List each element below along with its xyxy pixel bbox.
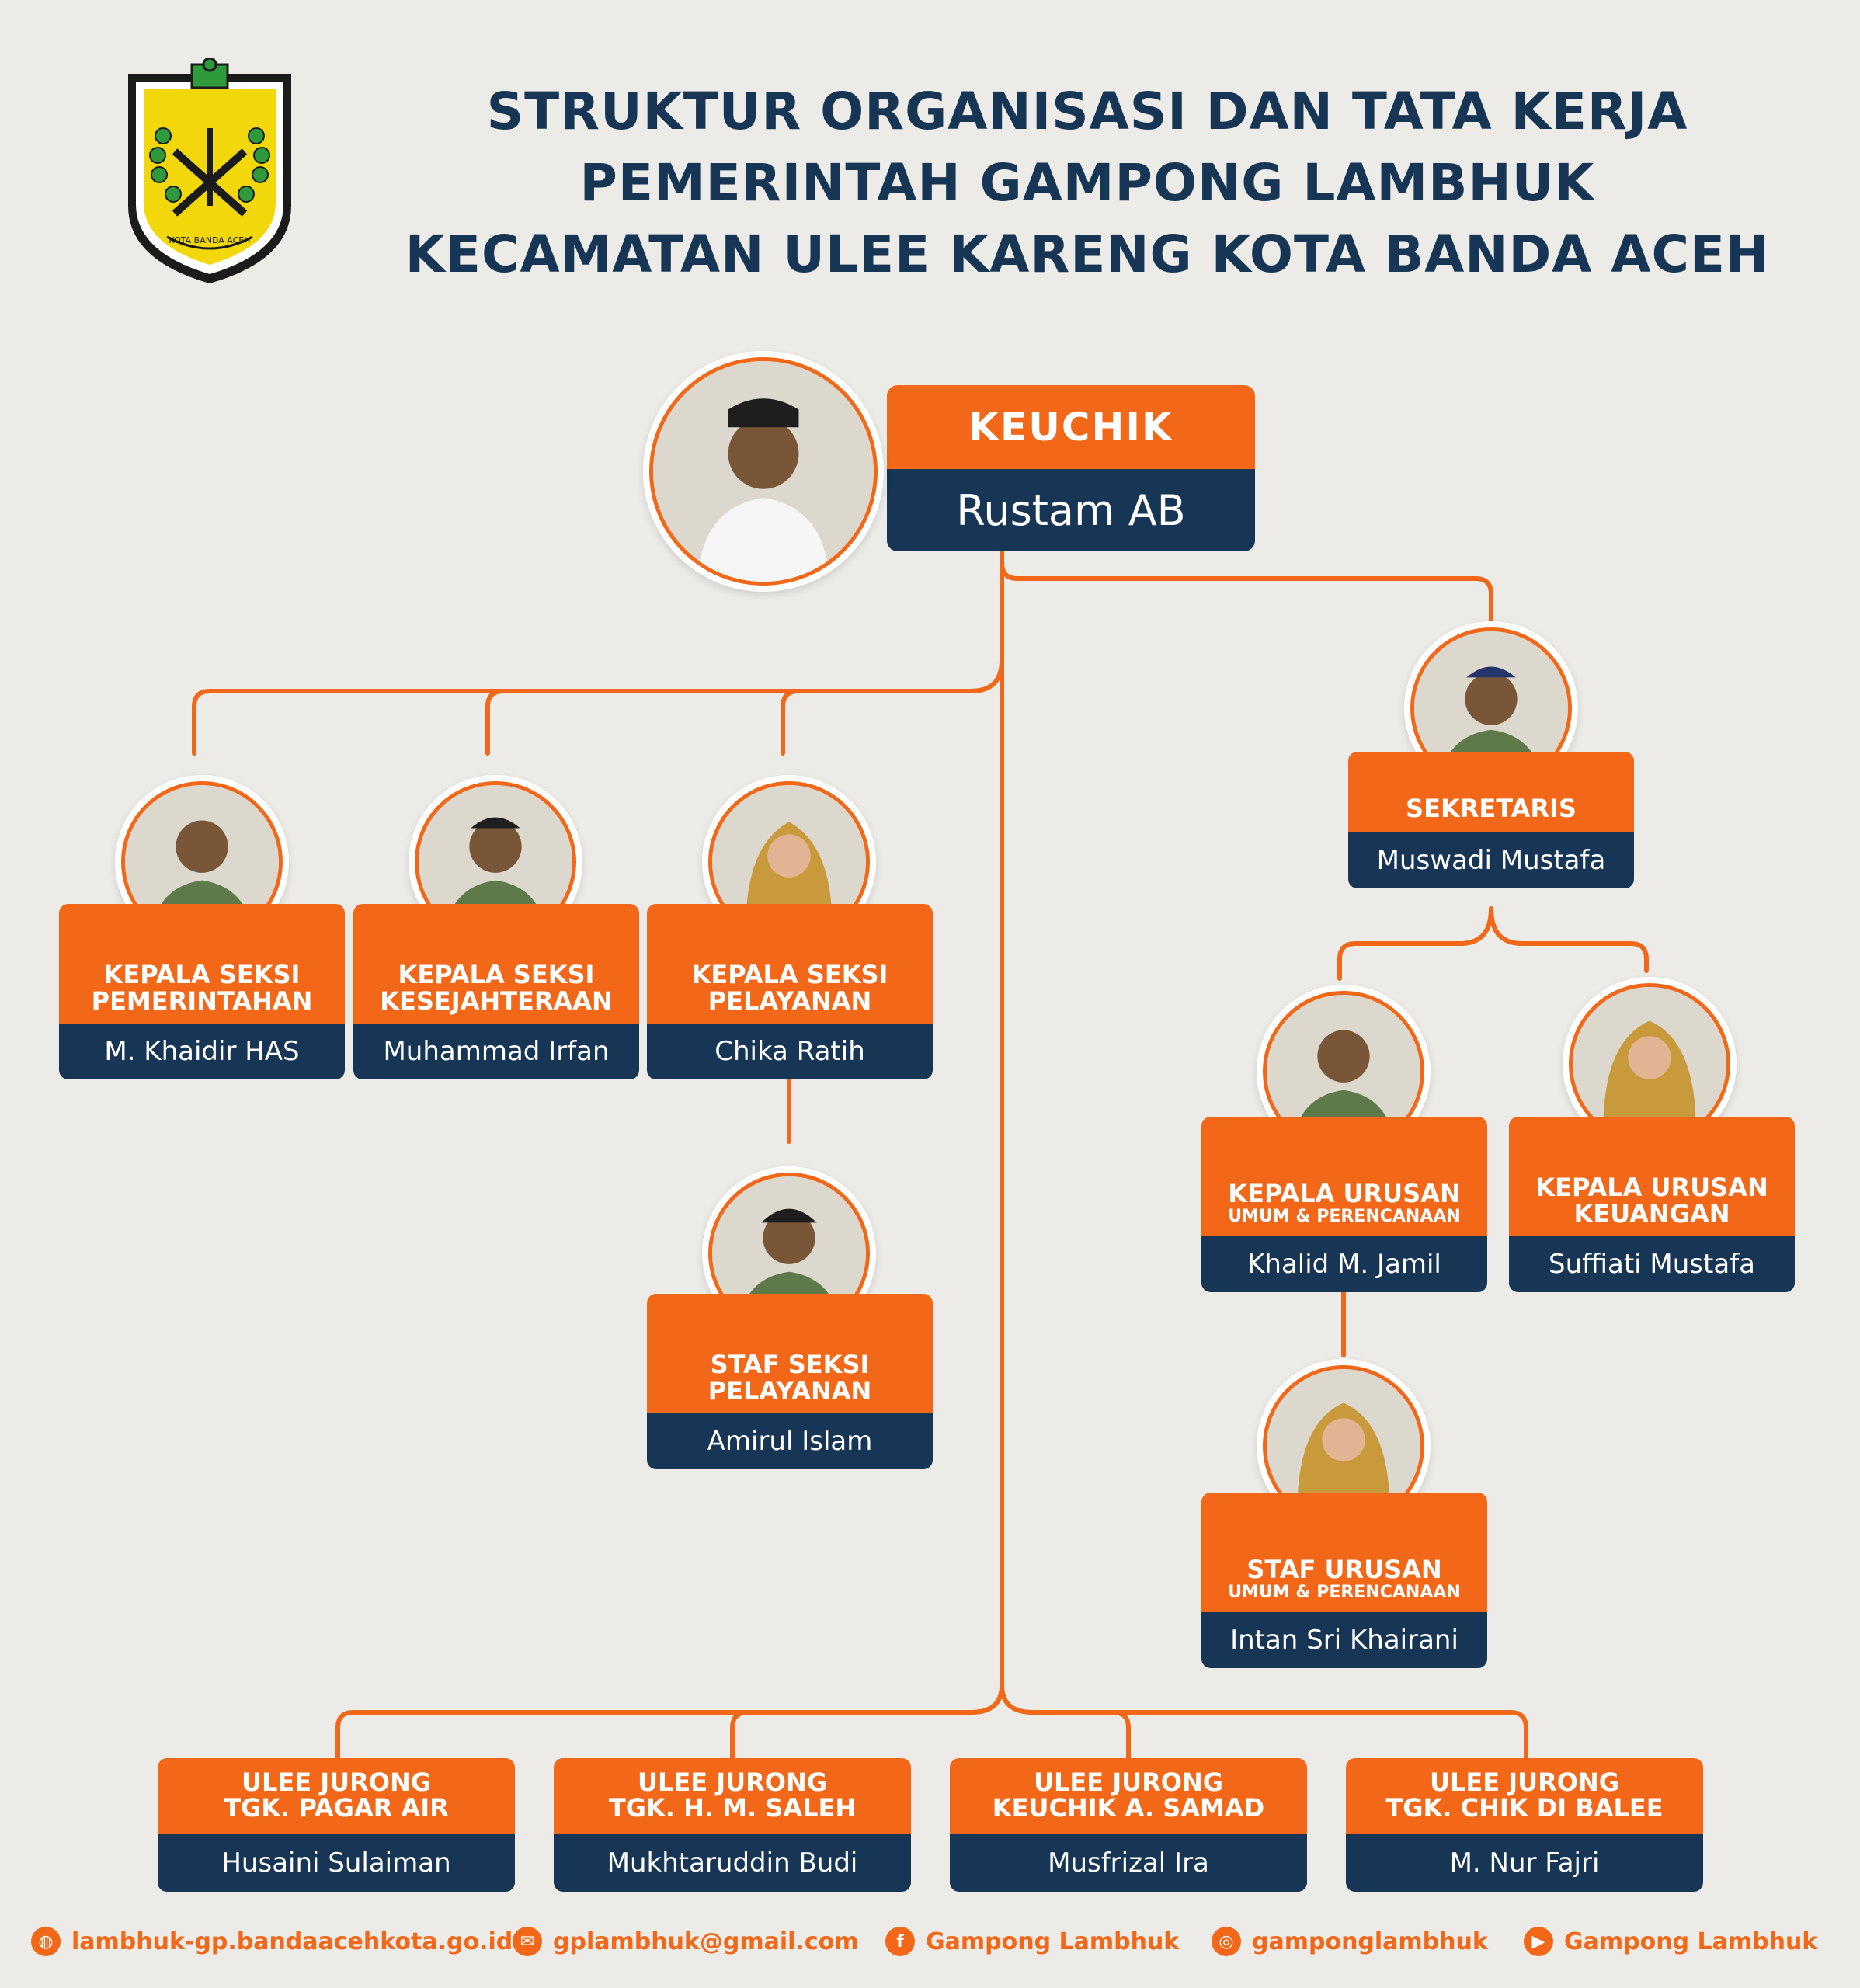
seksi-kesejahteraan-name: Muhammad Irfan	[353, 1024, 639, 1079]
email-icon: ✉	[513, 1927, 542, 1956]
urusan-keuangan-name: Suffiati Mustafa	[1509, 1236, 1795, 1292]
instagram-icon: ◎	[1212, 1927, 1241, 1956]
staf-seksi-name: Amirul Islam	[647, 1413, 933, 1469]
keuchik-name: Rustam AB	[887, 469, 1255, 551]
jurong-name-4: M. Nur Fajri	[1346, 1834, 1703, 1892]
svg-text:KOTA BANDA ACEH: KOTA BANDA ACEH	[169, 235, 251, 245]
jurong-name-2: Mukhtaruddin Budi	[554, 1834, 911, 1892]
title-line-2: PEMERINTAH GAMPONG LAMBHUK	[579, 153, 1595, 213]
footer-contacts: ◍ lambhuk-gp.bandaacehkota.go.id ✉ gplam…	[0, 1922, 1860, 1961]
sekretaris-name: Muswadi Mustafa	[1348, 832, 1634, 888]
youtube-icon: ▶	[1524, 1927, 1553, 1956]
sekretaris-role: SEKRETARIS	[1348, 752, 1634, 832]
facebook-icon: f	[885, 1927, 915, 1956]
jurong-name-3: Musfrizal Ira	[950, 1834, 1307, 1892]
footer-youtube[interactable]: ▶ Gampong Lambhuk	[1524, 1922, 1817, 1961]
globe-icon: ◍	[31, 1927, 61, 1956]
sekretaris-card: SEKRETARIS Muswadi Mustafa	[1348, 752, 1634, 888]
urusan-umum-name: Khalid M. Jamil	[1201, 1236, 1487, 1292]
seksi-pemerintahan-name: M. Khaidir HAS	[59, 1024, 345, 1079]
footer-website[interactable]: ◍ lambhuk-gp.bandaacehkota.go.id	[31, 1922, 513, 1961]
jurong-name-1: Husaini Sulaiman	[158, 1834, 515, 1892]
page-title: STRUKTUR ORGANISASI DAN TATA KERJA PEMER…	[373, 76, 1802, 290]
kota-banda-aceh-logo: KOTA BANDA ACEH	[120, 57, 299, 291]
footer-facebook[interactable]: f Gampong Lambhuk	[885, 1922, 1179, 1961]
footer-instagram[interactable]: ◎ gamponglambhuk	[1212, 1922, 1488, 1961]
title-line-1: STRUKTUR ORGANISASI DAN TATA KERJA	[486, 82, 1688, 141]
keuchik-role: KEUCHIK	[887, 385, 1255, 469]
staf-urusan-name: Intan Sri Khairani	[1201, 1612, 1487, 1668]
title-line-3: KECAMATAN ULEE KARENG KOTA BANDA ACEH	[405, 224, 1770, 284]
footer-email[interactable]: ✉ gplambhuk@gmail.com	[513, 1922, 858, 1961]
keuchik-card: KEUCHIK Rustam AB	[887, 385, 1255, 551]
keuchik-photo	[643, 351, 884, 592]
seksi-pelayanan-name: Chika Ratih	[647, 1024, 933, 1079]
